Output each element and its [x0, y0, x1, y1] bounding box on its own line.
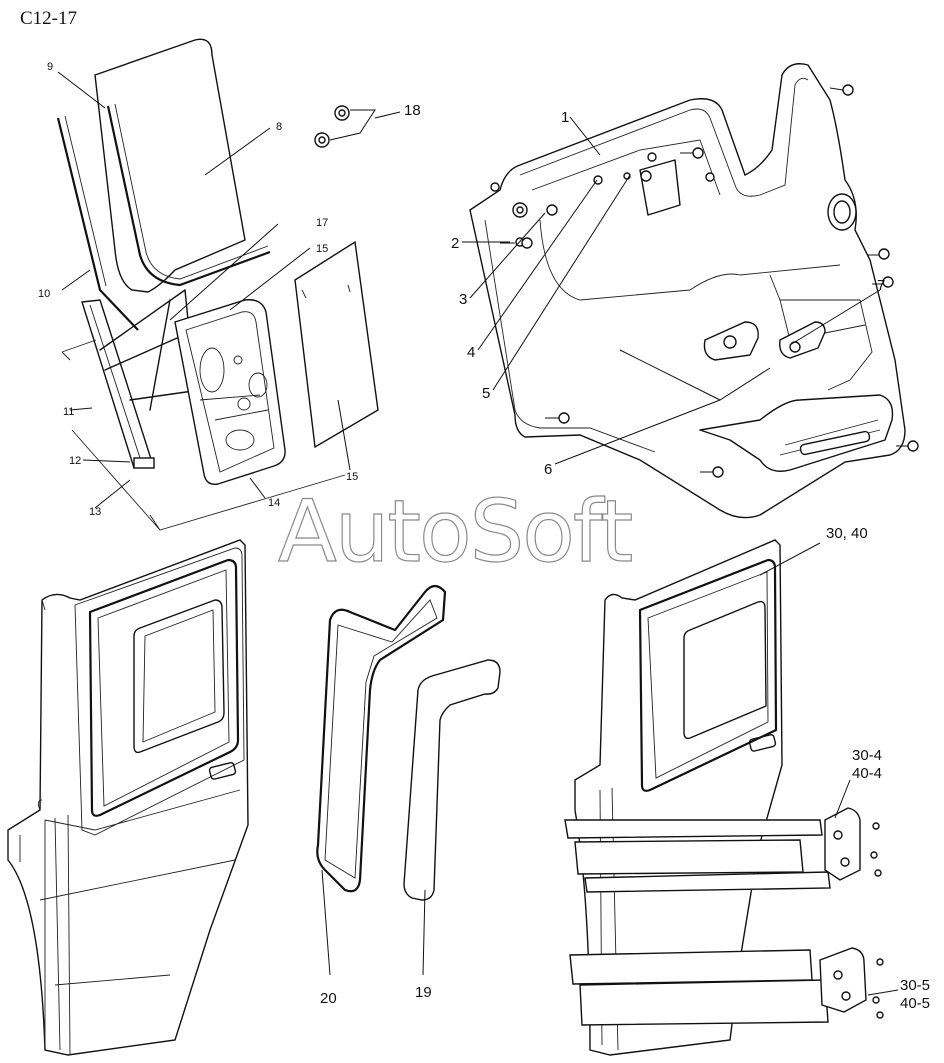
sheet-part-15	[294, 240, 379, 449]
front-guide-part-11	[81, 299, 153, 469]
callout-9: 9	[47, 61, 53, 73]
leader-lines	[57, 71, 899, 996]
callout-8: 8	[276, 121, 282, 133]
door-seal-part-20	[316, 584, 447, 893]
glass-regulator-group	[56, 38, 401, 531]
callout-2: 2	[451, 235, 459, 252]
callout-5: 5	[482, 385, 490, 402]
callout-4: 4	[467, 344, 475, 361]
diagram-code: C12-17	[20, 8, 77, 29]
callout-30-4: 30-4	[852, 747, 882, 764]
callout-19: 19	[415, 984, 432, 1001]
callout-1: 1	[561, 109, 569, 126]
callout-17: 17	[316, 217, 328, 229]
callout-10: 10	[38, 288, 50, 300]
callout-labels: 9 8 17 15 10 11 12 13 14 15 18 1 2 3 4 5…	[38, 61, 930, 1012]
door-seals	[316, 584, 501, 901]
door-body-right	[564, 539, 884, 1056]
callout-30-5: 30-5	[900, 977, 930, 994]
plug-part-18	[314, 105, 350, 148]
door-glass-part-8	[94, 38, 246, 293]
callout-11: 11	[63, 406, 74, 418]
door-body-left	[7, 539, 249, 1056]
glass-channel-part-9	[106, 105, 271, 287]
watermark: AutoSoft	[277, 481, 634, 582]
door-seal-part-19	[403, 659, 501, 901]
callout-12: 12	[69, 455, 81, 467]
callout-3: 3	[459, 291, 467, 308]
callout-20: 20	[320, 990, 337, 1007]
callout-40-5: 40-5	[900, 995, 930, 1012]
callout-15-top: 15	[316, 243, 328, 255]
callout-13: 13	[89, 506, 101, 518]
callout-14: 14	[268, 497, 280, 509]
callout-40-4: 40-4	[852, 765, 882, 782]
regulator-panel-part-14	[174, 299, 286, 485]
callout-30-40: 30, 40	[826, 525, 868, 542]
lower-hinge	[819, 947, 884, 1019]
callout-15-bottom: 15	[346, 471, 358, 483]
fasteners	[490, 84, 919, 478]
outer-strip-part-10	[56, 117, 139, 331]
callout-7: 7	[877, 277, 885, 294]
callout-6: 6	[544, 461, 552, 478]
inner-trim-panel-group	[469, 63, 919, 519]
inner-handle-part-7	[703, 321, 759, 361]
upper-hinge	[824, 807, 882, 881]
callout-18: 18	[404, 102, 421, 119]
